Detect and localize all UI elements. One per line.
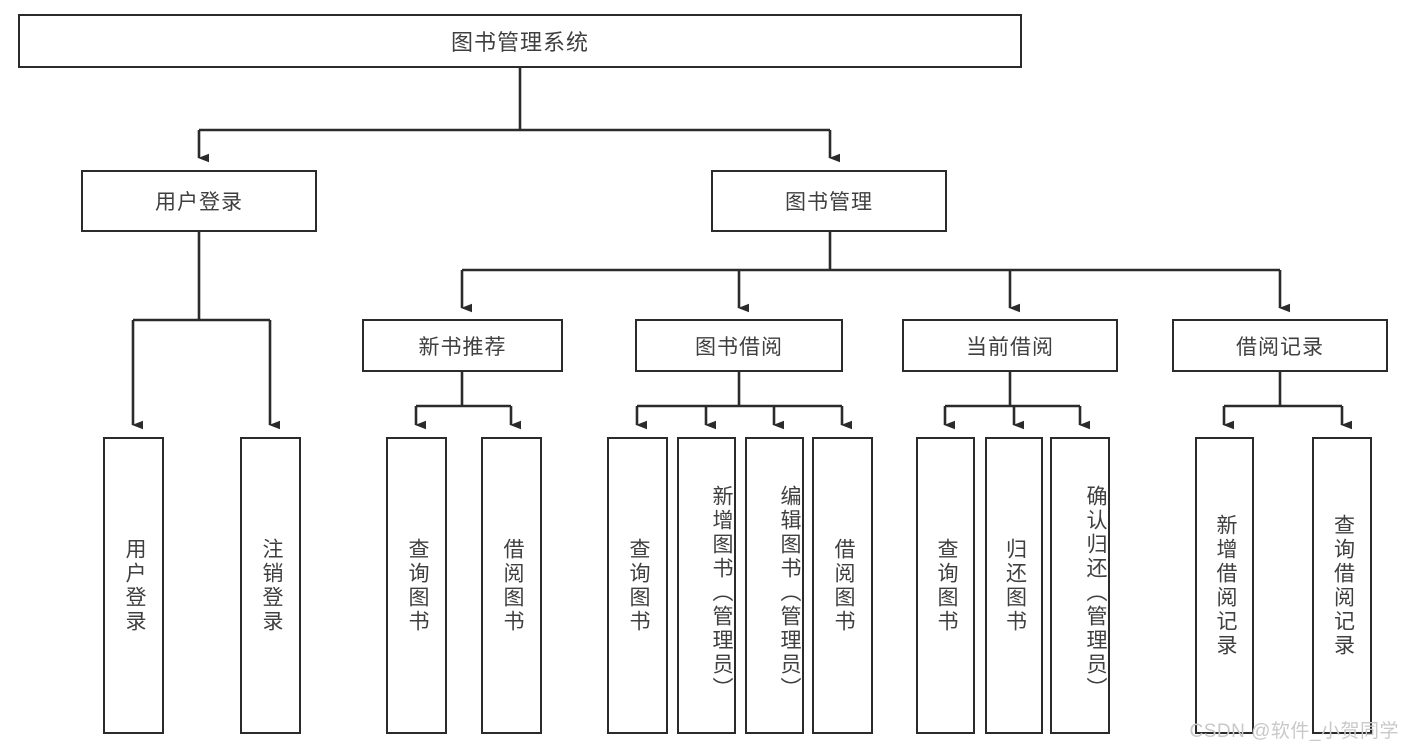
node-leaf-logout-label: 注销登录	[259, 537, 283, 634]
node-book-borrow[interactable]: 图书借阅	[635, 319, 843, 372]
node-leaf-borrow-book-1-label: 借阅图书	[500, 537, 524, 634]
node-leaf-query-book-3-label: 查询图书	[934, 537, 958, 634]
node-new-book-rec[interactable]: 新书推荐	[362, 319, 563, 372]
node-leaf-query-record[interactable]: 查询借阅记录	[1312, 437, 1372, 734]
node-root-label: 图书管理系统	[450, 30, 589, 55]
node-leaf-query-book-3[interactable]: 查询图书	[916, 437, 975, 734]
node-leaf-return-book[interactable]: 归还图书	[985, 437, 1043, 734]
node-current-borrow[interactable]: 当前借阅	[902, 319, 1118, 372]
node-leaf-return-book-label: 归还图书	[1003, 537, 1027, 634]
node-user-login[interactable]: 用户登录	[81, 170, 317, 232]
node-leaf-query-book-2[interactable]: 查询图书	[607, 437, 668, 734]
node-leaf-borrow-book-2[interactable]: 借阅图书	[812, 437, 873, 734]
node-borrow-record[interactable]: 借阅记录	[1172, 319, 1388, 372]
node-leaf-query-book-1-label: 查询图书	[405, 537, 429, 634]
node-leaf-add-book-label: 新增图书（管理员）	[710, 484, 733, 701]
node-leaf-borrow-book-2-label: 借阅图书	[831, 537, 855, 634]
node-leaf-logout[interactable]: 注销登录	[240, 437, 301, 734]
node-borrow-record-label: 借阅记录	[1236, 335, 1324, 359]
node-leaf-query-record-label: 查询借阅记录	[1331, 513, 1355, 658]
node-leaf-user-login[interactable]: 用户登录	[103, 437, 164, 734]
node-leaf-query-book-2-label: 查询图书	[626, 537, 650, 634]
node-user-login-label: 用户登录	[155, 191, 243, 214]
node-leaf-add-record-label: 新增借阅记录	[1213, 513, 1237, 658]
node-leaf-add-record[interactable]: 新增借阅记录	[1195, 437, 1254, 734]
node-leaf-borrow-book-1[interactable]: 借阅图书	[481, 437, 542, 734]
node-new-book-rec-label: 新书推荐	[418, 335, 507, 359]
node-book-borrow-label: 图书借阅	[695, 335, 783, 359]
node-book-manage-label: 图书管理	[785, 191, 873, 214]
node-root[interactable]: 图书管理系统	[18, 14, 1022, 68]
node-leaf-confirm-return-label: 确认归还（管理员）	[1084, 484, 1107, 701]
csdn-watermark: CSDN @软件_小贺同学	[1189, 721, 1399, 742]
node-leaf-confirm-return[interactable]: 确认归还（管理员）	[1050, 437, 1110, 734]
node-leaf-edit-book[interactable]: 编辑图书（管理员）	[745, 437, 804, 734]
node-current-borrow-label: 当前借阅	[966, 335, 1054, 359]
node-leaf-add-book[interactable]: 新增图书（管理员）	[677, 437, 736, 734]
node-book-manage[interactable]: 图书管理	[711, 170, 947, 232]
node-leaf-edit-book-label: 编辑图书（管理员）	[778, 484, 801, 701]
node-leaf-user-login-label: 用户登录	[122, 537, 146, 634]
node-leaf-query-book-1[interactable]: 查询图书	[386, 437, 447, 734]
